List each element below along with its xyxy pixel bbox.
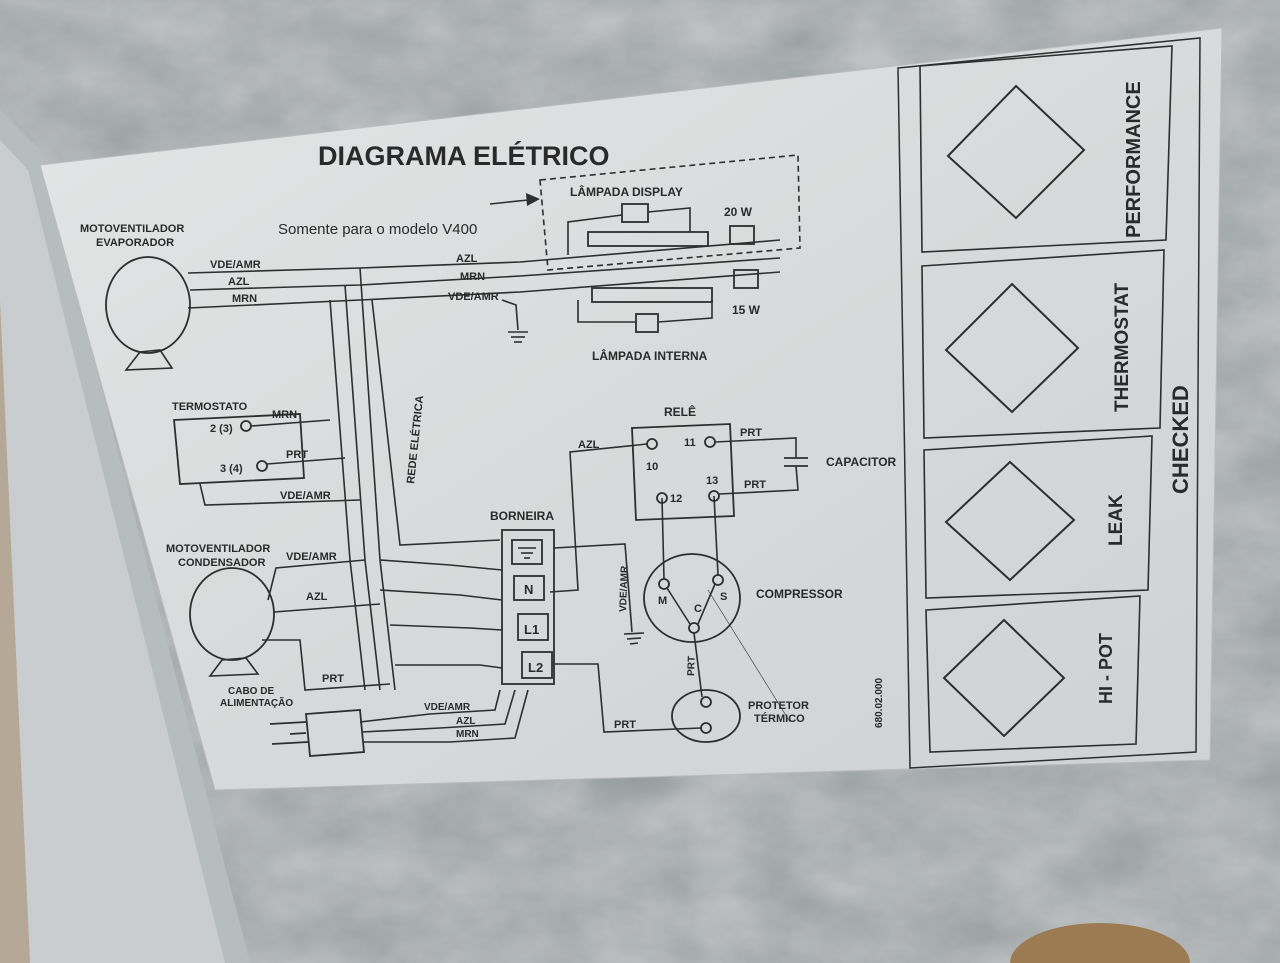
diamond-icon (942, 618, 1066, 738)
wire-mrn-top (187, 271, 781, 309)
compressor-terminal-c: C (694, 603, 702, 615)
wire-azl-relay (549, 443, 648, 593)
evap-motor-label-2: EVAPORADOR (96, 237, 174, 249)
check-box-hipot: HI - POT (925, 595, 1141, 753)
power-cable-label-1: CABO DE (228, 686, 274, 697)
thermal-protector (554, 632, 741, 743)
wire-label-prt-6: PRT (614, 719, 636, 731)
display-lamp (567, 203, 755, 255)
diamond-icon (944, 282, 1080, 414)
wire-label-mrn-3: MRN (272, 409, 297, 421)
wire-label-vde-amr-2: VDE/AMR (448, 291, 499, 303)
checked-label: CHECKED (1168, 385, 1193, 494)
block-terminal-n: N (524, 582, 533, 597)
check-box-leak: LEAK (923, 435, 1153, 599)
wire-label-mrn-1: MRN (232, 293, 257, 305)
capacitor-label: CAPACITOR (826, 455, 897, 469)
left-frame-inner (0, 140, 225, 963)
wire-label-vde-amr-3: VDE/AMR (280, 490, 331, 502)
thermostat (173, 413, 361, 506)
thermostat-label: TERMOSTATO (172, 401, 248, 413)
protector-label-1: PROTETOR (748, 700, 809, 712)
compressor-label: COMPRESSOR (756, 587, 843, 601)
wire-azl-top (189, 257, 781, 291)
terminal-block-label: BORNEIRA (490, 509, 554, 523)
model-note: Somente para o modelo V400 (278, 221, 477, 238)
bus-to-block-4 (395, 664, 503, 669)
internal-lamp (577, 269, 759, 333)
block-to-ground-wire (553, 543, 633, 633)
wire-label-vde-amr-6: VDE/AMR (424, 702, 471, 713)
protector-label-2: TÉRMICO (754, 712, 805, 725)
check-box-performance: PERFORMANCE (919, 45, 1173, 253)
bus-to-block-2 (379, 589, 503, 601)
check-label-thermostat: THERMOSTAT (1112, 282, 1133, 412)
condenser-motor (189, 559, 391, 691)
arrow-right-icon (489, 193, 540, 206)
power-cable-label-2: ALIMENTAÇÃO (220, 696, 293, 709)
block-terminal-l2: L2 (528, 660, 543, 675)
wire-label-prt-3: PRT (744, 479, 766, 491)
compressor-terminal-s: S (720, 591, 727, 603)
lamp-internal-label: LÂMPADA INTERNA (592, 348, 708, 363)
evap-motor-label-1: MOTOVENTILADOR (80, 223, 184, 235)
check-label-hipot: HI - POT (1096, 633, 1116, 704)
wire-label-azl-5: AZL (456, 716, 475, 727)
compressor-terminal-m: M (658, 595, 667, 607)
ground-symbol-compressor (623, 632, 645, 645)
wire-label-prt-1: PRT (286, 449, 308, 461)
bus-to-block-1 (379, 559, 503, 571)
wood-edge (0, 300, 30, 963)
bus-to-block-3 (389, 624, 503, 631)
wire-label-prt-5: PRT (686, 656, 698, 676)
wire-label-mrn-4: MRN (456, 729, 479, 740)
check-column-frame (897, 37, 1201, 769)
wire-label-prt-4: PRT (322, 673, 344, 685)
check-label-leak: LEAK (1106, 494, 1127, 546)
wire-label-vde-amr-5: VDE/AMR (286, 551, 337, 563)
diagram: DIAGRAMA ELÉTRICO Somente para o modelo … (80, 140, 897, 757)
block-terminal-l1: L1 (524, 622, 539, 637)
label-card (39, 27, 1223, 791)
relay-terminal-12: 12 (670, 493, 682, 505)
wire-label-azl-1: AZL (228, 276, 250, 288)
check-box-thermostat: THERMOSTAT (921, 249, 1165, 439)
relay-terminal-10: 10 (646, 461, 658, 473)
compressor (643, 495, 791, 723)
lamp-internal-rating: 15 W (732, 303, 761, 317)
diagram-title: DIAGRAMA ELÉTRICO (318, 140, 610, 171)
bus-wire-4 (371, 299, 501, 546)
diamond-icon (944, 460, 1076, 582)
thermostat-terminal-a: 2 (3) (210, 423, 233, 435)
cond-motor-label-2: CONDENSADOR (178, 557, 265, 569)
power-plug (269, 689, 529, 757)
wire-label-azl-3: AZL (578, 439, 600, 451)
wire-label-prt-2: PRT (740, 427, 762, 439)
wire-label-mrn-2: MRN (460, 271, 485, 283)
ground-symbol-top (501, 299, 528, 343)
evaporator-motor (105, 256, 191, 371)
wire-label-azl-2: AZL (456, 253, 478, 265)
check-label-performance: PERFORMANCE (1123, 81, 1145, 238)
cond-motor-label-1: MOTOVENTILADOR (166, 543, 270, 555)
diamond-icon (946, 84, 1086, 220)
capacitor (714, 437, 808, 495)
wire-label-azl-4: AZL (306, 591, 328, 603)
wire-vde-amr-top (187, 239, 781, 274)
part-number: 680.02.000 (874, 678, 885, 728)
v400-dashed-box (539, 154, 801, 271)
wire-label-vde-amr-4: VDE/AMR (618, 565, 631, 612)
bus-wire-1 (329, 299, 366, 691)
check-column: PERFORMANCE THERMOSTAT LEAK HI - POT CHE… (897, 37, 1201, 769)
thermostat-terminal-b: 3 (4) (220, 463, 243, 475)
relay-terminal-11: 11 (684, 437, 696, 449)
lamp-display-rating: 20 W (724, 205, 753, 219)
relay-label: RELÊ (664, 404, 696, 419)
cork-spot (1010, 923, 1190, 963)
terminal-block (501, 529, 555, 685)
lamp-display-label: LÂMPADA DISPLAY (570, 184, 683, 199)
wire-label-vde-amr-1: VDE/AMR (210, 259, 261, 271)
relay-terminal-13: 13 (706, 475, 718, 487)
